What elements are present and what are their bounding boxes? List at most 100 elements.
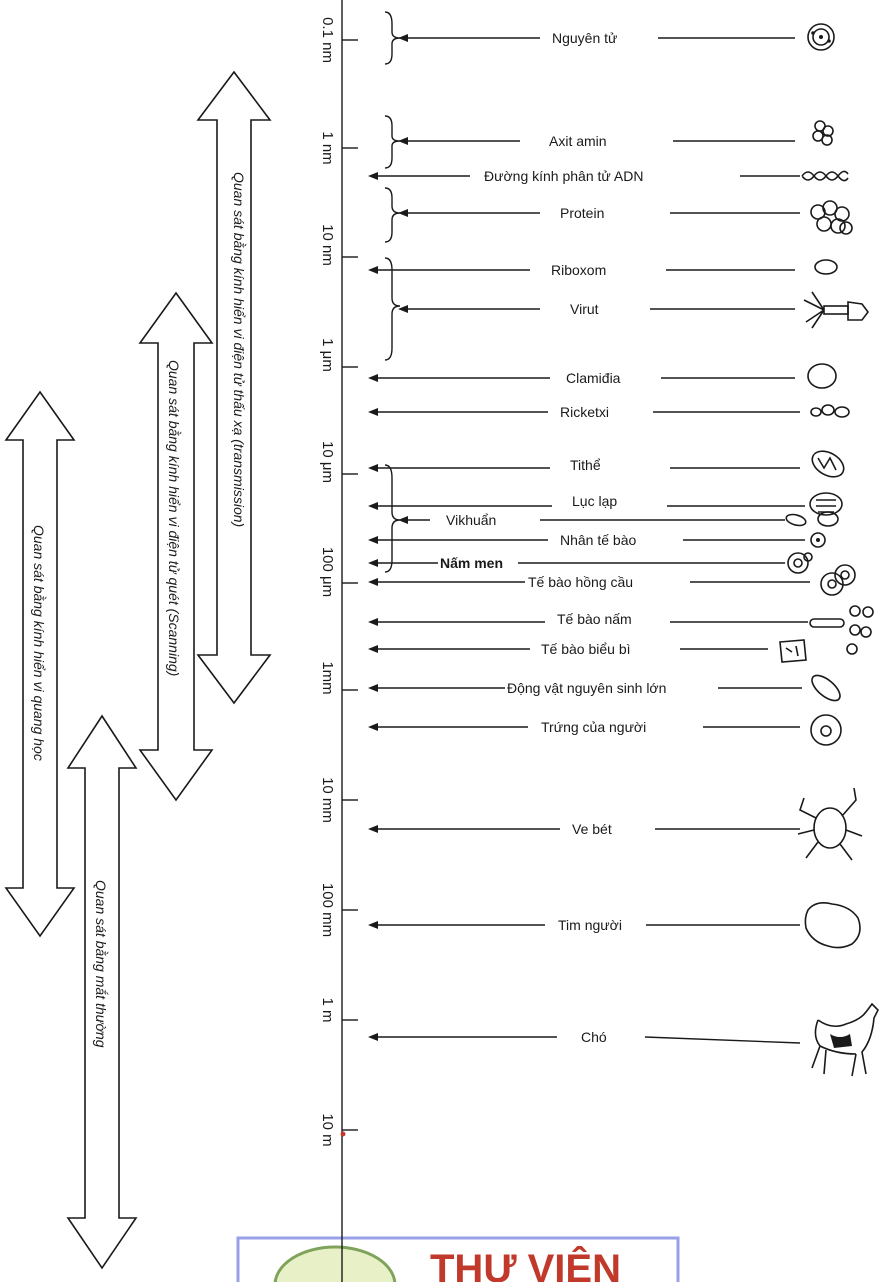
row-atom: Nguyên tử — [398, 23, 835, 51]
watermark-frame — [236, 1236, 680, 1282]
row-epidermal-cell: Tế bào biểu bì — [368, 639, 807, 663]
arrowhead-icon — [368, 536, 378, 544]
object-label: Nguyên tử — [552, 30, 617, 46]
object-label: Chó — [581, 1029, 607, 1045]
leader-line — [644, 1036, 801, 1044]
tick-label-10um: 10 μm — [319, 441, 336, 483]
yeast-icon — [787, 552, 813, 574]
object-label: Ricketxi — [560, 404, 609, 420]
arrowhead-icon — [368, 825, 378, 833]
observation-range-scanning: Quan sát bằng kính hiển vi điện tử quét … — [138, 291, 214, 802]
red-blood-cell-icon — [820, 564, 856, 596]
arrowhead-icon — [398, 34, 408, 42]
mite-icon — [797, 787, 863, 861]
watermark: THƯ VIỆN — [236, 1236, 680, 1282]
object-label: Virut — [570, 301, 599, 317]
object-label: Tế bào biểu bì — [541, 641, 631, 657]
tick-label-10m: 10 m — [319, 1113, 336, 1146]
object-label: Ve bét — [572, 821, 612, 837]
protein-icon — [810, 200, 853, 235]
object-label: Nhân tế bào — [560, 532, 636, 548]
double-arrow-icon — [66, 714, 138, 1270]
arrowhead-icon — [368, 1033, 378, 1041]
row-yeast: Nấm men — [368, 552, 813, 574]
row-virus: Virut — [398, 291, 869, 329]
double-arrow-icon — [4, 390, 76, 938]
arrowhead-icon — [398, 516, 408, 524]
brace-bacteria — [384, 464, 401, 573]
nucleus-icon — [810, 532, 826, 548]
row-human-heart: Tim người — [368, 902, 861, 949]
object-label: Vikhuẩn — [446, 512, 496, 528]
row-mite: Ve bét — [368, 787, 863, 861]
row-red-blood-cell: Tế bào hồng cầu — [368, 564, 856, 596]
arrowhead-icon — [368, 266, 378, 274]
row-fungal-cell: Tế bào nấm — [368, 605, 874, 655]
rickettsia-icon — [810, 404, 850, 418]
object-label: Nấm men — [440, 555, 503, 571]
object-label: Tim người — [558, 917, 622, 933]
object-label: Tế bào hồng cầu — [528, 574, 633, 590]
arrowhead-icon — [368, 374, 378, 382]
brace-amino-acid — [384, 115, 401, 169]
row-chloroplast: Lục lạp — [368, 492, 843, 527]
range-label: Quan sát bằng kính hiển vi điện tử thấu … — [231, 172, 247, 527]
arrowhead-icon — [398, 305, 408, 313]
range-label: Quan sát bằng kính hiển vi điện tử quét … — [166, 360, 182, 676]
virus-icon — [803, 291, 869, 329]
row-dna: Đường kính phân tử ADN — [368, 168, 849, 184]
arrowhead-icon — [398, 137, 408, 145]
tick-label-10nm: 10 nm — [319, 224, 336, 266]
row-nucleus: Nhân tế bào — [368, 532, 826, 548]
observation-range-naked-eye: Quan sát bằng mắt thường — [66, 714, 138, 1270]
scale-tick-labels: 0.1 nm 1 nm 10 nm 1 μm 10 μm 100 μm 1mm … — [319, 17, 336, 1147]
object-label: Tế bào nấm — [557, 611, 632, 627]
arrowhead-icon — [368, 578, 378, 586]
human-heart-icon — [804, 902, 861, 949]
object-label: Axit amin — [549, 133, 607, 149]
tick-label-0-1nm: 0.1 nm — [319, 17, 336, 63]
range-label: Quan sát bằng mắt thường — [93, 880, 109, 1048]
bacteria-icon — [785, 513, 807, 527]
object-label: Động vật nguyên sinh lớn — [507, 680, 666, 696]
row-bacteria: Vikhuẩn — [398, 512, 807, 528]
fungal-cell-icon — [809, 605, 874, 655]
ribosome-icon — [814, 259, 838, 275]
arrowhead-icon — [368, 684, 378, 692]
row-chlamydia: Clamiđia — [368, 363, 837, 389]
mitochondrion-icon — [811, 450, 845, 478]
atom-icon — [807, 23, 835, 51]
arrowhead-icon — [368, 502, 378, 510]
object-label: Riboxom — [551, 262, 606, 278]
double-arrow-icon — [196, 70, 272, 705]
human-egg-icon — [810, 714, 842, 746]
arrowhead-icon — [368, 172, 378, 180]
group-braces — [384, 11, 401, 573]
watermark-logo-icon — [273, 1245, 397, 1282]
arrowhead-icon — [368, 408, 378, 416]
object-label: Đường kính phân tử ADN — [484, 168, 643, 184]
brace-protein — [384, 187, 401, 243]
watermark-text: THƯ VIỆN — [430, 1245, 621, 1282]
object-label: Trứng của người — [541, 719, 646, 735]
tick-label-100mm: 100 mm — [319, 883, 336, 937]
epidermal-cell-icon — [779, 639, 807, 663]
scale-ticks — [342, 39, 358, 1131]
row-amino-acid: Axit amin — [398, 120, 834, 149]
arrowhead-icon — [368, 464, 378, 472]
arrowhead-icon — [368, 645, 378, 653]
tick-label-100um: 100 μm — [319, 547, 336, 597]
range-label: Quan sát bằng kính hiển vi quang học — [31, 525, 47, 761]
object-label: Clamiđia — [566, 370, 621, 386]
row-protozoa: Động vật nguyên sinh lớn — [368, 674, 841, 702]
object-label: Lục lạp — [572, 493, 617, 509]
row-dog: Chó — [368, 1002, 879, 1077]
dna-icon — [801, 170, 849, 182]
row-rickettsia: Ricketxi — [368, 404, 850, 420]
row-ribosome: Riboxom — [368, 259, 838, 278]
arrowhead-icon — [368, 559, 378, 567]
row-human-egg: Trứng của người — [368, 714, 842, 746]
chloroplast-icon — [809, 492, 843, 527]
brace-atom — [384, 11, 401, 65]
